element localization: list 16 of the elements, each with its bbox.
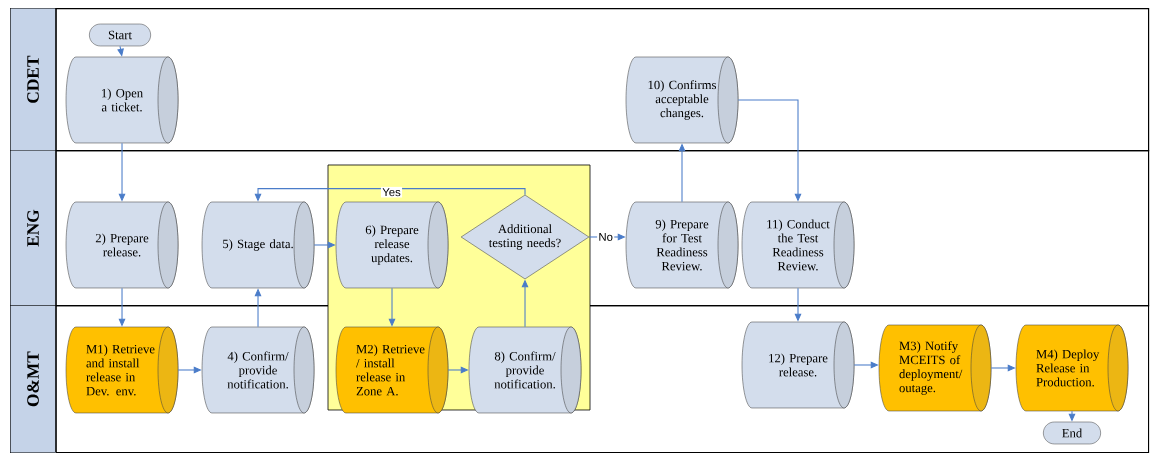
process-cylinder: 8) Confirm/ provide notification.: [468, 326, 582, 414]
process-cylinder: 6) Prepare release updates.: [335, 201, 449, 289]
process-cylinder: M4) Deploy Release in Production.: [1015, 324, 1129, 412]
process-cylinder: M1) Retrieve and install release in Dev. env.: [65, 326, 179, 414]
process-cylinder: 12) Prepare release.: [741, 321, 855, 409]
edge-label: No: [597, 231, 615, 243]
process-cylinder: 11) Conduct the Test Readiness Review.: [741, 201, 855, 289]
process-cylinder: 2) Prepare release.: [65, 201, 179, 289]
process-cylinder: M2) Retrieve / install release in Zone A.: [335, 326, 449, 414]
process-cylinder: 4) Confirm/ provide notification.: [201, 326, 315, 414]
process-cylinder: M3) Notify MCEITS of deployment/ outage.: [878, 324, 992, 412]
process-cylinder: 10) Confirms acceptable changes.: [625, 56, 739, 144]
edge-label: Yes: [380, 186, 403, 198]
process-cylinder: 5) Stage data.: [201, 201, 315, 289]
process-cylinder: 9) Prepare for Test Readiness Review.: [625, 201, 739, 289]
process-cylinder: 1) Open a ticket.: [65, 56, 179, 144]
